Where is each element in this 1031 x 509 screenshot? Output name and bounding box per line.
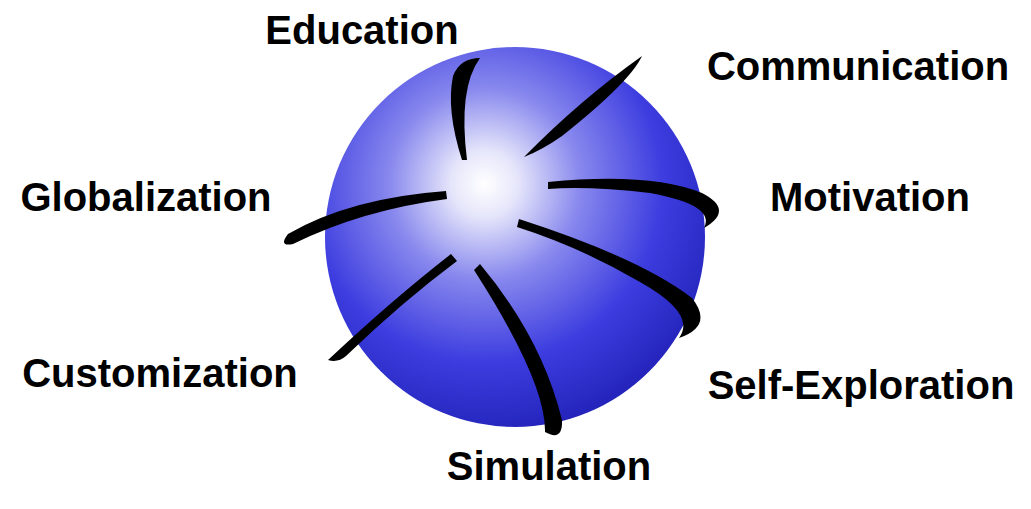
concept-label: Simulation	[447, 446, 651, 486]
swoosh	[451, 58, 480, 160]
swooshes	[284, 56, 719, 435]
swoosh	[524, 56, 642, 157]
concept-label: Customization	[22, 353, 298, 393]
swoosh	[548, 179, 719, 228]
concept-label: Education	[265, 10, 458, 50]
concept-label: Self-Exploration	[708, 365, 1015, 405]
swoosh	[474, 264, 562, 435]
concept-label: Communication	[707, 46, 1009, 86]
concept-label: Globalization	[20, 177, 271, 217]
swoosh	[284, 191, 447, 245]
swoosh	[328, 254, 457, 361]
blue-sphere	[325, 47, 705, 427]
swoosh	[517, 219, 700, 338]
concept-label: Motivation	[770, 177, 970, 217]
